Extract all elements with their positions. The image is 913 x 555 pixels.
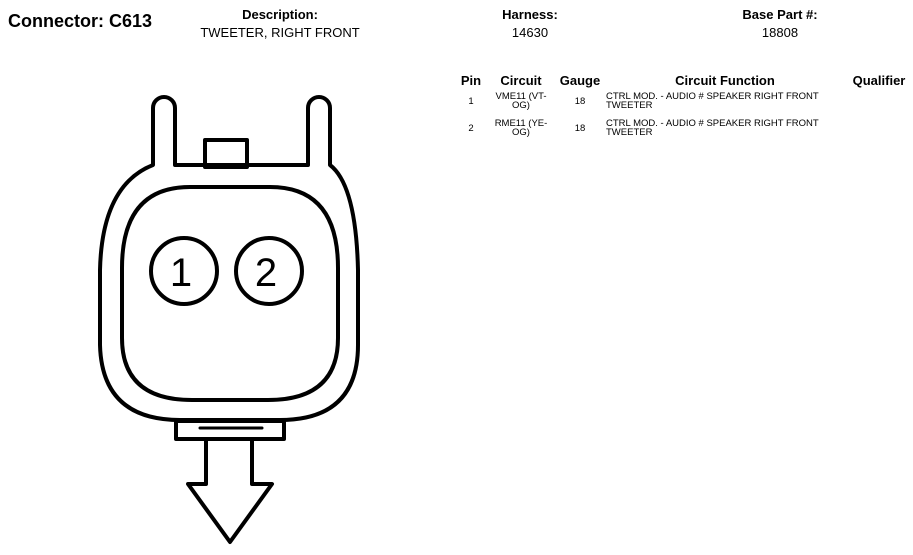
row-1-circuit: VME11 (VT- OG) <box>488 91 554 111</box>
description-value: TWEETER, RIGHT FRONT <box>200 25 360 40</box>
connector-housing-outline <box>98 95 360 422</box>
column-header-circuit: Circuit <box>500 73 542 88</box>
row-1-circuit-line-2: OG) <box>512 100 530 111</box>
row-1-function: CTRL MOD. - AUDIO # SPEAKER RIGHT FRONT … <box>606 91 846 111</box>
row-1-function-line-2: TWEETER <box>606 100 653 111</box>
pin-1-label: 1 <box>170 251 192 295</box>
row-2-function: CTRL MOD. - AUDIO # SPEAKER RIGHT FRONT … <box>606 118 846 138</box>
base-part-label: Base Part #: <box>742 7 818 22</box>
row-1-circuit-line-1: VME11 (VT- <box>495 91 547 102</box>
row-1-pin: 1 <box>468 96 474 107</box>
column-header-circuit-function: Circuit Function <box>675 73 775 88</box>
base-part-value: 18808 <box>761 25 799 40</box>
harness-label: Harness: <box>502 7 558 22</box>
pin-2-label: 2 <box>255 251 277 295</box>
column-header-qualifier: Qualifier <box>852 73 906 88</box>
row-2-gauge: 18 <box>574 123 586 134</box>
connector-inner-body <box>120 185 340 402</box>
row-2-circuit-line-1: RME11 (YE- <box>494 118 548 129</box>
row-2-circuit-line-2: OG) <box>512 127 530 138</box>
connector-bottom-flange <box>174 419 286 441</box>
description-label: Description: <box>242 7 318 22</box>
column-header-pin: Pin <box>460 73 482 88</box>
pin-1-cavity <box>149 236 219 306</box>
row-2-pin: 2 <box>468 123 474 134</box>
row-2-function-line-1: CTRL MOD. - AUDIO # SPEAKER RIGHT FRONT <box>606 118 819 129</box>
wire-exit-arrow <box>186 439 274 544</box>
column-header-gauge: Gauge <box>559 73 601 88</box>
harness-value: 14630 <box>511 25 549 40</box>
row-1-function-line-1: CTRL MOD. - AUDIO # SPEAKER RIGHT FRONT <box>606 91 819 102</box>
connector-title: Connector: C613 <box>8 11 153 31</box>
pin-2-cavity <box>234 236 304 306</box>
row-1-gauge: 18 <box>574 96 586 107</box>
row-2-circuit: RME11 (YE- OG) <box>488 118 554 138</box>
row-2-function-line-2: TWEETER <box>606 127 653 138</box>
connector-key-tab <box>203 138 249 169</box>
